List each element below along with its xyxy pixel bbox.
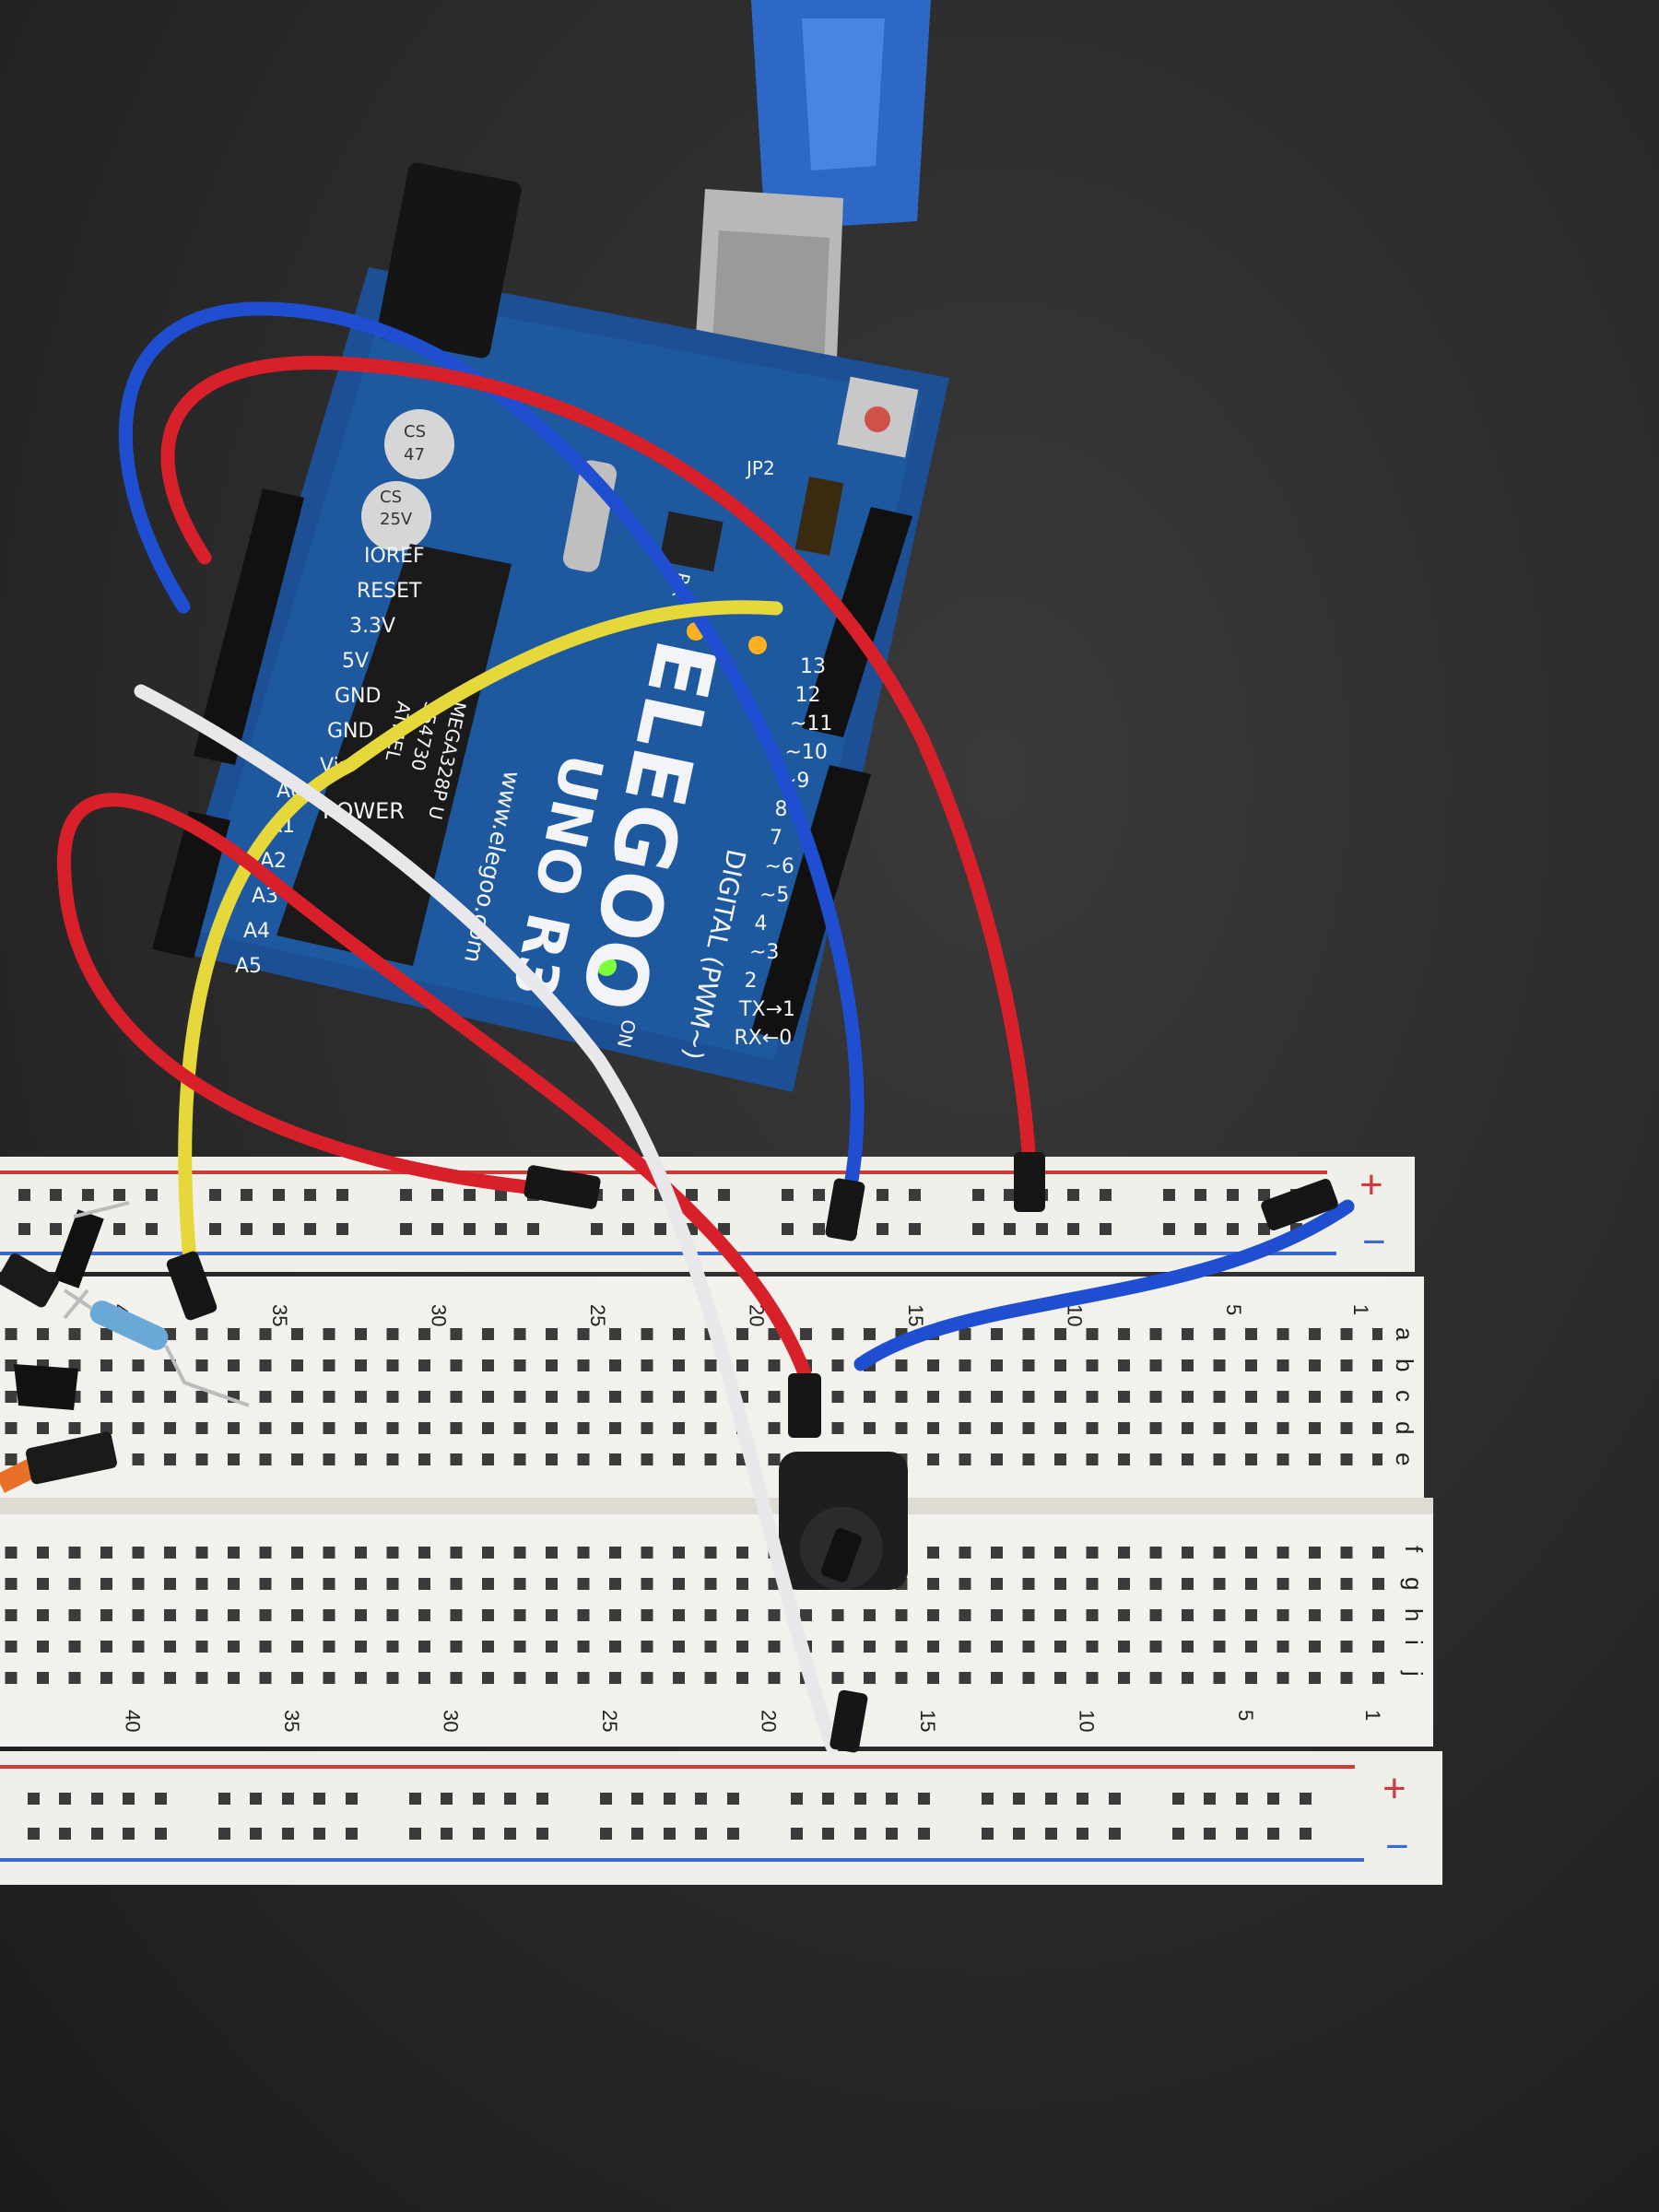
center-channel <box>0 1498 1433 1514</box>
power-pin-label: 3.3V <box>349 615 395 638</box>
row-letter: i <box>1400 1640 1428 1645</box>
jp2-label: JP2 <box>745 457 775 479</box>
red-wire-top[interactable] <box>160 356 1037 1173</box>
column-number: 30 <box>428 1304 451 1326</box>
column-numbers: 40403535303025252020151510105511 <box>110 1304 1385 1732</box>
potentiometer[interactable] <box>779 1452 908 1590</box>
row-letter: e <box>1391 1453 1418 1465</box>
plus-label: + <box>1382 1766 1406 1811</box>
power-pin-label: 5V <box>342 650 369 673</box>
white-wire[interactable] <box>134 684 840 1754</box>
yellow-wire[interactable] <box>178 600 783 1277</box>
column-number: 5 <box>1222 1304 1245 1315</box>
digital-pin-label: 12 <box>795 684 821 707</box>
capacitor <box>361 481 431 551</box>
power-header <box>194 488 304 765</box>
analog-pin-label: A4 <box>243 920 270 943</box>
row-letter: b <box>1391 1359 1418 1371</box>
digital-pin-label: 2 <box>745 970 758 993</box>
atmega-chip <box>276 544 512 966</box>
potentiometer-knob[interactable] <box>819 1526 863 1583</box>
digital-header-lower <box>751 765 871 1041</box>
analog-pin-label: A5 <box>235 955 262 978</box>
digital-pin-label: 13 <box>800 655 826 678</box>
arduino-board: CS 47 CS 25V ATMEL 354730 MEGA328P U JP2… <box>152 162 949 1092</box>
digital-pin-label: RX←0 <box>735 1027 793 1050</box>
row-letter: h <box>1400 1608 1428 1621</box>
transistor <box>14 1364 78 1410</box>
digital-pin-label: 7 <box>770 827 782 850</box>
jumper-wires <box>56 301 1355 1754</box>
row-letter: a <box>1391 1327 1418 1341</box>
digital-pin-label: ~10 <box>785 741 828 764</box>
jp2-header <box>794 477 844 556</box>
analog-header <box>152 811 230 959</box>
column-number: 1 <box>1361 1710 1384 1721</box>
left-components <box>0 1201 250 1493</box>
digital-pin-label: 4 <box>755 912 768 935</box>
breadboard: + − + − 40403535303025252020151510105511… <box>0 1157 1442 1885</box>
usb-cable <box>691 0 931 429</box>
minus-label: − <box>1385 1824 1409 1869</box>
power-pin-label: GND <box>335 685 381 708</box>
digital-pin-label: ~5 <box>759 884 789 907</box>
plus-label: + <box>1359 1162 1383 1207</box>
row-letters: a b c d e f g h i j <box>1391 1327 1428 1677</box>
resistor <box>89 1300 169 1350</box>
rx-led <box>748 636 767 654</box>
capacitor-label: 47 <box>404 445 425 465</box>
capacitor-label: CS <box>404 422 426 441</box>
digital-pin-label: ~3 <box>749 941 779 964</box>
digital-pin-label: ~11 <box>790 712 832 735</box>
power-pin-label: GND <box>327 720 373 743</box>
column-number: 5 <box>1234 1710 1257 1721</box>
column-number: 25 <box>598 1710 621 1732</box>
column-number: 10 <box>1076 1710 1099 1732</box>
power-jack <box>377 162 522 359</box>
column-number: 35 <box>268 1304 291 1326</box>
column-number: 35 <box>280 1710 303 1732</box>
minus-label: − <box>1362 1219 1386 1265</box>
capacitor <box>384 409 454 479</box>
blue-wire-long[interactable] <box>118 301 865 1215</box>
column-number: 30 <box>440 1710 463 1732</box>
column-number: 1 <box>1349 1304 1372 1315</box>
power-pin-label: RESET <box>357 580 422 603</box>
digital-pin-label: TX→1 <box>738 998 795 1021</box>
blue-wire-short[interactable] <box>853 1199 1355 1371</box>
digital-pin-label: 8 <box>775 798 788 821</box>
column-number: 25 <box>586 1304 609 1326</box>
row-letter: d <box>1391 1421 1418 1434</box>
row-letter: f <box>1400 1546 1428 1553</box>
row-letter: g <box>1400 1577 1428 1590</box>
power-pin-label: IOREF <box>364 545 425 568</box>
row-letter: c <box>1391 1390 1418 1402</box>
column-number: 15 <box>904 1304 927 1326</box>
capacitor-label: 25V <box>380 510 413 529</box>
column-number: 20 <box>758 1710 781 1732</box>
column-number: 10 <box>1064 1304 1087 1326</box>
red-wire-lower[interactable] <box>56 793 812 1381</box>
row-letter: j <box>1400 1670 1428 1677</box>
column-number: 40 <box>122 1710 145 1732</box>
column-number: 15 <box>916 1710 939 1732</box>
capacitor-label: CS <box>380 488 402 507</box>
wire-connector-heads <box>166 1152 1338 1753</box>
power-led <box>596 956 617 976</box>
digital-pin-label: ~6 <box>765 855 794 878</box>
diode <box>53 1209 104 1288</box>
